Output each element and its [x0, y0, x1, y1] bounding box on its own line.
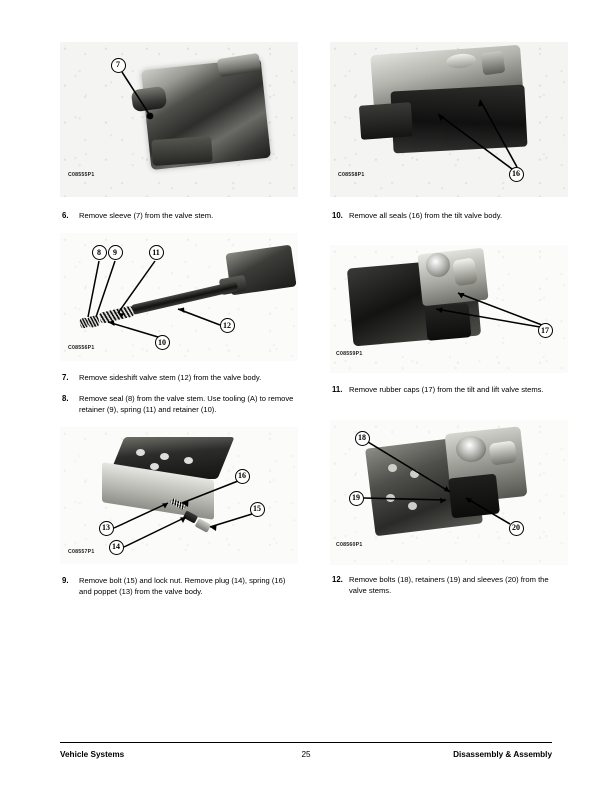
callout-20: 20	[508, 520, 524, 536]
retainer-photo	[86, 314, 101, 328]
step-12: 12. Remove bolts (18), retainers (19) an…	[330, 575, 568, 596]
footer-divider	[60, 742, 552, 744]
tilt-stem-cap-photo	[452, 257, 478, 287]
step-6-number: 6.	[62, 211, 69, 220]
bolt-hole	[136, 449, 145, 457]
step-8-number: 8.	[62, 394, 69, 404]
callout-7: 7	[110, 57, 126, 73]
bolt-hole	[184, 457, 193, 465]
photo-sideshift-stem-exploded: 8 9 11 12 10 C08556P1	[60, 232, 298, 361]
left-column: 7 C08555P1 6. Remove sleeve (7) from the…	[60, 42, 298, 609]
valve-base-photo	[151, 135, 213, 167]
figure-code-mid-left: C08556P1	[68, 344, 95, 351]
bolt-hole	[160, 453, 169, 461]
callout-11: 11	[148, 245, 164, 261]
step-7-number: 7.	[62, 372, 69, 382]
step-7: 7. Remove sideshift valve stem (12) from…	[60, 373, 298, 384]
photo-valve-body-sleeve: 7 C08555P1	[60, 42, 298, 197]
photo-tilt-valve-body-seals: 16 C08558P1	[330, 42, 568, 197]
valve-stem-end-photo	[480, 50, 506, 76]
footer-page-number: 25	[301, 750, 311, 759]
photo-tilt-lift-rubber-caps: 17 C08559P1	[330, 244, 568, 373]
step-11-text: Remove rubber caps (17) from the tilt an…	[349, 384, 544, 394]
spring-photo	[98, 305, 135, 324]
step-12-text: Remove bolts (18), retainers (19) and sl…	[349, 575, 549, 595]
callout-18: 18	[354, 430, 370, 446]
step-9: 9. Remove bolt (15) and lock nut. Remove…	[60, 576, 298, 597]
figure-mid-left: 8 9 11 12 10 C08556P1	[60, 232, 298, 361]
step-12-number: 12.	[332, 575, 343, 585]
page-footer: 25 Vehicle Systems Disassembly & Assembl…	[60, 750, 552, 764]
step-7-text: Remove sideshift valve stem (12) from th…	[79, 372, 262, 382]
retainer-cluster-photo	[448, 473, 500, 519]
figure-code-mid-right: C08559P1	[336, 350, 363, 357]
step-10-number: 10.	[332, 211, 343, 220]
figure-top-right: 16 C08558P1	[330, 42, 568, 197]
lift-stem-cap-photo	[426, 252, 450, 277]
step-11-number: 11.	[332, 384, 343, 394]
figure-code-bot-left: C08557P1	[68, 549, 95, 556]
stem-collar-photo	[424, 302, 472, 341]
callout-9: 9	[107, 245, 123, 261]
callout-10: 10	[154, 335, 170, 351]
figure-top-left: 7 C08555P1	[60, 42, 298, 197]
step-9-text: Remove bolt (15) and lock nut. Remove pl…	[79, 576, 286, 596]
bolt-photo	[194, 518, 212, 534]
callout-15: 15	[249, 501, 265, 517]
figure-bot-left: 16 15 13 14 C08557P1	[60, 427, 298, 565]
step-6: 6. Remove sleeve (7) from the valve stem…	[60, 211, 298, 222]
callout-16: 16	[234, 468, 250, 484]
sideshift-valve-stem-photo	[130, 280, 239, 315]
callout-8: 8	[91, 245, 107, 261]
figure-mid-right: 17 C08559P1	[330, 244, 568, 373]
bolt-hole	[408, 502, 417, 511]
right-column: 16 C08558P1 10. Remove all seals (16) fr…	[330, 42, 568, 607]
footer-section-left: Vehicle Systems	[60, 750, 125, 759]
figure-code-top-left: C08555P1	[68, 172, 95, 178]
callout-12: 12	[219, 318, 235, 334]
sleeve-photo	[488, 440, 518, 466]
stem-ring-photo	[456, 436, 486, 463]
tilt-valve-flange-photo	[358, 102, 414, 140]
step-9-number: 9.	[62, 576, 69, 586]
callout-13: 13	[98, 520, 114, 536]
figure-code-top-right: C08558P1	[338, 172, 365, 178]
callout-16: 16	[508, 166, 524, 182]
step-10: 10. Remove all seals (16) from the tilt …	[330, 211, 568, 222]
callout-14: 14	[108, 539, 124, 555]
callout-19: 19	[348, 490, 364, 506]
step-8-text: Remove seal (8) from the valve stem. Use…	[79, 394, 294, 414]
footer-section-right: Disassembly & Assembly	[453, 750, 552, 759]
photo-valve-body-poppet: 16 15 13 14 C08557P1	[60, 427, 298, 565]
bolt-hole	[150, 463, 159, 471]
callout-17: 17	[537, 323, 553, 339]
photo-valve-stems-bolts-retainers: 18 19 20 C08560P1	[330, 420, 568, 566]
step-6-text: Remove sleeve (7) from the valve stem.	[79, 211, 214, 220]
step-8: 8. Remove seal (8) from the valve stem. …	[60, 394, 298, 415]
step-10-text: Remove all seals (16) from the tilt valv…	[349, 211, 503, 220]
step-11: 11. Remove rubber caps (17) from the til…	[330, 385, 568, 396]
figure-code-bot-right: C08560P1	[336, 542, 363, 549]
figure-bot-right: 18 19 20 C08560P1	[330, 420, 568, 566]
